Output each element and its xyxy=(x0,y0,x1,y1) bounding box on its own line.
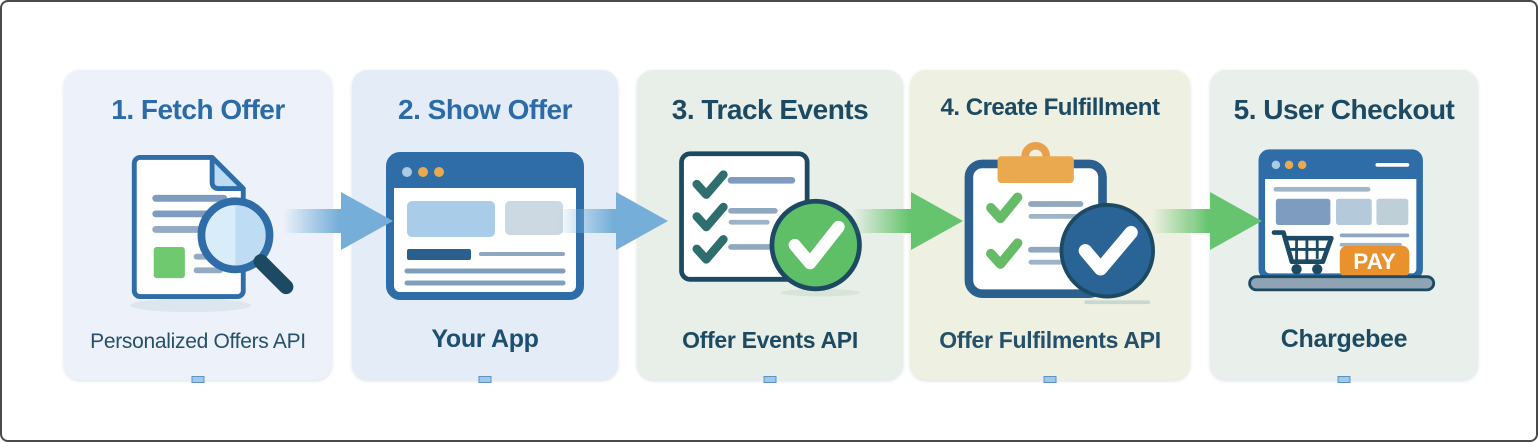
pay-button-label: PAY xyxy=(1353,249,1396,274)
laptop-checkout-icon: PAY xyxy=(1210,126,1478,325)
arrow-right-icon xyxy=(1152,192,1262,250)
step-title: 2. Show Offer xyxy=(398,94,572,125)
step-card-show-offer: 2. Show Offer Your App xyxy=(352,70,618,383)
card-bottom-mark xyxy=(191,376,205,383)
arrow-right-icon xyxy=(283,192,393,250)
step-title: 1. Fetch Offer xyxy=(111,94,285,125)
pay-button-illustration xyxy=(1339,245,1410,278)
card-bottom-mark xyxy=(1043,376,1057,383)
card-bottom-mark xyxy=(478,376,492,383)
browser-window-icon xyxy=(352,126,618,325)
step-label: Offer Fulfilments API xyxy=(939,327,1161,353)
clipboard-check-icon xyxy=(910,122,1190,327)
step-label: Your App xyxy=(431,325,539,353)
step-card-user-checkout: 5. User Checkout PAY xyxy=(1210,70,1478,383)
step-title: 4. Create Fulfillment xyxy=(940,94,1160,121)
card-bottom-mark xyxy=(763,376,777,383)
step-label: Chargebee xyxy=(1280,325,1408,353)
arrow-right-icon xyxy=(558,192,668,250)
card-bottom-mark xyxy=(1337,376,1351,383)
step-title: 5. User Checkout xyxy=(1233,94,1455,125)
step-card-create-fulfillment: 4. Create Fulfillment Offer Fulfilments … xyxy=(910,70,1190,383)
step-title: 3. Track Events xyxy=(671,94,869,125)
step-label: Personalized Offers API xyxy=(90,330,306,353)
arrow-right-icon xyxy=(853,192,963,250)
document-search-icon xyxy=(64,126,332,330)
step-label: Offer Events API xyxy=(682,327,858,353)
checklist-check-icon xyxy=(637,126,903,327)
